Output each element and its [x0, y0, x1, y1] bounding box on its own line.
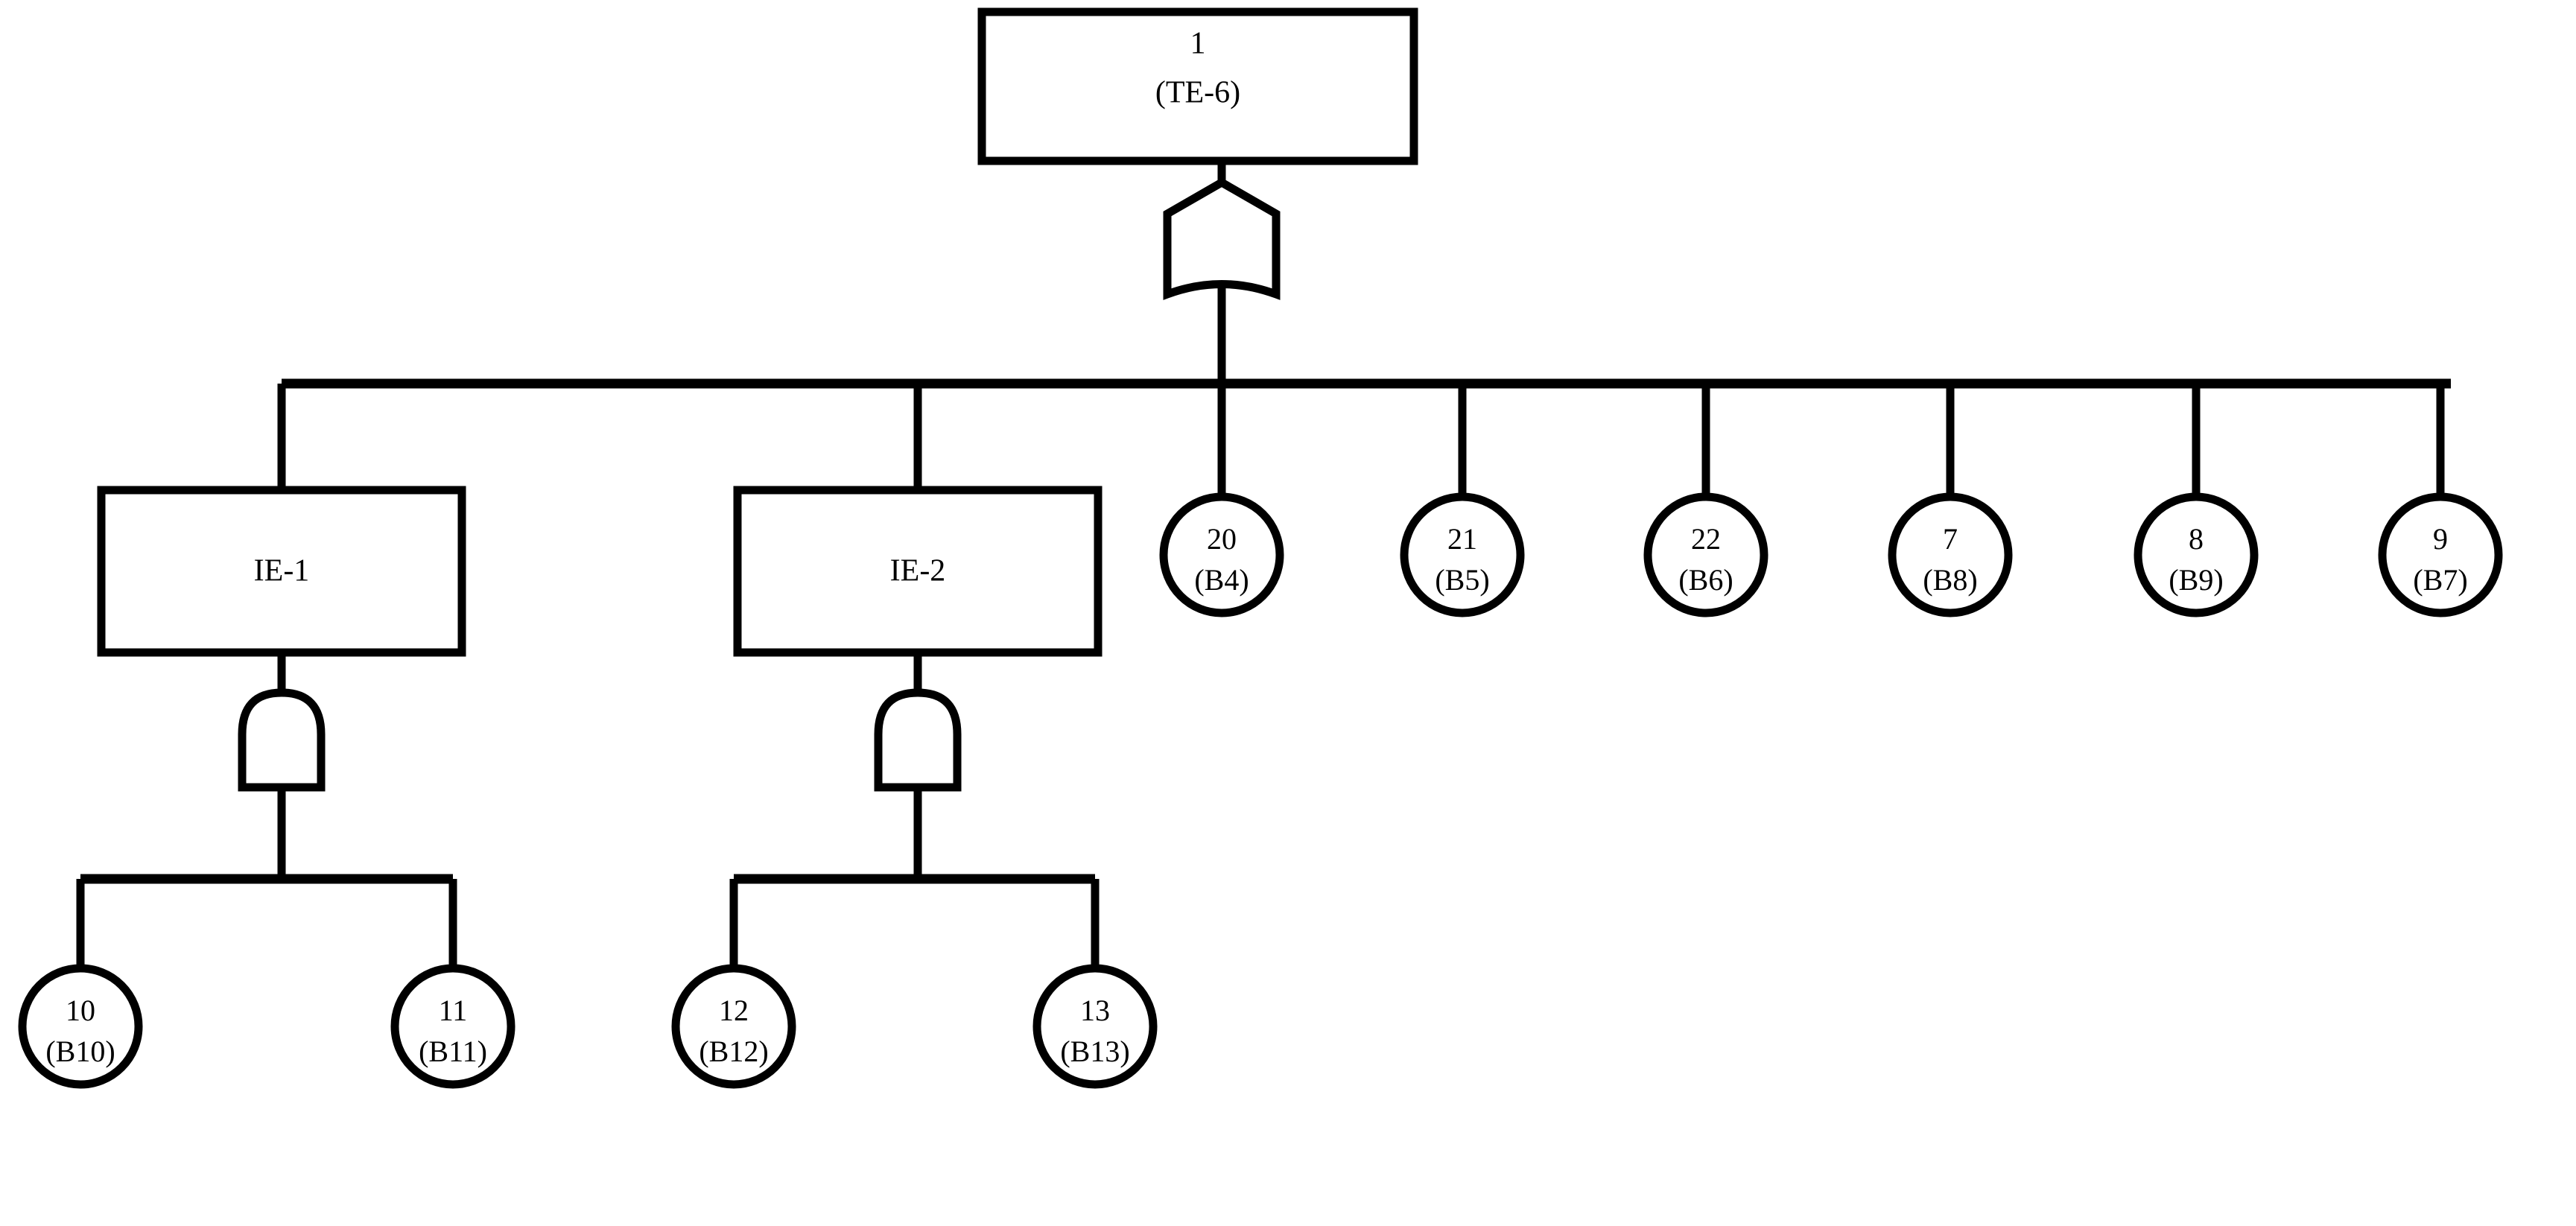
and-gate-icon[interactable]	[874, 688, 962, 792]
ie1-label: IE-1	[254, 554, 310, 588]
basic-event-circle[interactable]	[18, 964, 143, 1089]
basic-event-code: (B12)	[699, 1035, 768, 1068]
basic-event-code: (B5)	[1435, 563, 1489, 597]
basic-event-circle[interactable]	[1032, 964, 1158, 1089]
basic-event-9[interactable]: 9 (B7)	[2378, 492, 2503, 617]
basic-event-circle[interactable]	[1643, 492, 1768, 617]
basic-event-id: 22	[1691, 522, 1721, 556]
basic-event-circle[interactable]	[2378, 492, 2503, 617]
basic-event-8[interactable]: 8 (B9)	[2134, 492, 2259, 617]
basic-event-id: 8	[2189, 522, 2204, 556]
ie1-box[interactable]	[97, 486, 466, 657]
basic-event-id: 11	[439, 994, 468, 1027]
basic-event-code: (B4)	[1194, 563, 1249, 597]
intermediate-event-ie1[interactable]: IE-1	[97, 486, 466, 657]
basic-event-circle[interactable]	[1159, 492, 1284, 617]
top-event-id: 1	[1190, 27, 1206, 61]
basic-event-id: 21	[1447, 522, 1477, 556]
top-event-node[interactable]: 1 (TE-6)	[977, 7, 1418, 165]
basic-event-id: 12	[719, 994, 749, 1027]
basic-event-20[interactable]: 20 (B4)	[1159, 492, 1284, 617]
top-or-gate[interactable]	[1163, 177, 1281, 300]
basic-event-22[interactable]: 22 (B6)	[1643, 492, 1768, 617]
basic-event-code: (B13)	[1060, 1035, 1129, 1068]
intermediate-event-ie2[interactable]: IE-2	[733, 486, 1103, 657]
basic-event-circle[interactable]	[390, 964, 515, 1089]
and-gate-icon[interactable]	[238, 688, 326, 792]
top-event-box[interactable]	[977, 7, 1418, 165]
basic-event-circle[interactable]	[671, 964, 796, 1089]
basic-event-circle[interactable]	[2134, 492, 2259, 617]
basic-event-12[interactable]: 12 (B12)	[671, 964, 796, 1089]
basic-event-code: (B8)	[1923, 563, 1977, 597]
basic-event-code: (B6)	[1678, 563, 1733, 597]
basic-event-13[interactable]: 13 (B13)	[1032, 964, 1158, 1089]
ie2-and-gate[interactable]	[874, 688, 962, 792]
basic-event-id: 20	[1207, 522, 1237, 556]
basic-event-code: (B7)	[2413, 563, 2467, 597]
basic-event-code: (B10)	[45, 1035, 115, 1068]
basic-event-11[interactable]: 11 (B11)	[390, 964, 515, 1089]
basic-event-id: 10	[66, 994, 95, 1027]
basic-event-id: 7	[1943, 522, 1958, 556]
basic-event-21[interactable]: 21 (B5)	[1400, 492, 1525, 617]
ie1-and-gate[interactable]	[238, 688, 326, 792]
basic-event-id: 9	[2433, 522, 2448, 556]
basic-event-code: (B11)	[419, 1035, 487, 1068]
top-event-code: (TE-6)	[1155, 76, 1240, 110]
or-gate-icon[interactable]	[1163, 177, 1281, 300]
basic-event-code: (B9)	[2169, 563, 2223, 597]
ie2-label: IE-2	[890, 554, 946, 588]
basic-event-circle[interactable]	[1888, 492, 2013, 617]
basic-event-10[interactable]: 10 (B10)	[18, 964, 143, 1089]
basic-event-7[interactable]: 7 (B8)	[1888, 492, 2013, 617]
basic-event-id: 13	[1080, 994, 1110, 1027]
basic-event-circle[interactable]	[1400, 492, 1525, 617]
